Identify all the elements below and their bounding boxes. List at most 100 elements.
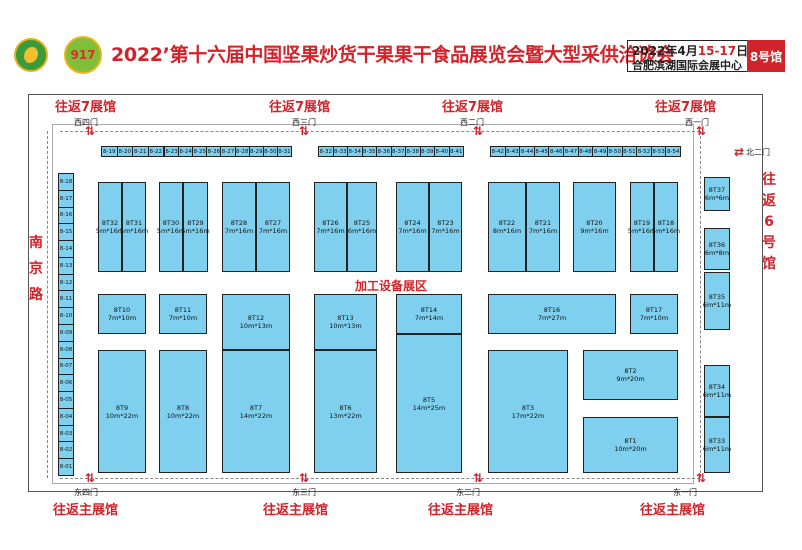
booth-small[interactable]: 8-22 [147,146,164,157]
booth-small[interactable]: 8-05 [58,391,74,409]
booth-small[interactable]: 8-25 [192,146,208,157]
booth-small[interactable]: 8-52 [636,146,652,157]
booth-small[interactable]: 8-35 [361,146,377,157]
gate-east3: 东三门 [292,488,316,497]
booth-small[interactable]: 8-02 [58,441,74,460]
booth-small[interactable]: 8-49 [592,146,608,157]
booth-small[interactable]: 8-46 [548,146,565,157]
booth-small[interactable]: 8-29 [248,146,264,157]
booth-small[interactable]: 8-32 [318,146,334,157]
booth-small[interactable]: 8-41 [448,146,464,157]
to-main-hall-label: 往返主展馆 [428,503,494,518]
two-way-arrow-icon: ⇅ [299,471,310,485]
booth-small[interactable]: 8-45 [533,146,550,157]
booth-small[interactable]: 8-28 [234,146,250,157]
booth-small[interactable]: 8-13 [58,256,74,275]
booth-small[interactable]: 8-06 [58,374,74,393]
booth-small[interactable]: 8-26 [206,146,222,157]
booth-small[interactable]: 8-37 [390,146,406,157]
booth-small[interactable]: 8-53 [650,146,667,157]
booth-small[interactable]: 8-19 [101,146,118,157]
booth-small[interactable]: 8-21 [132,146,149,157]
booth-small[interactable]: 8-39 [419,146,435,157]
booth-small[interactable]: 8-17 [58,189,74,208]
booth-small[interactable]: 8-23 [164,146,180,157]
booth-small[interactable]: 8-12 [58,273,74,292]
booth-small[interactable]: 8-38 [405,146,421,157]
booth-small[interactable]: 8-24 [178,146,194,157]
booth-small[interactable]: 8-03 [58,424,74,443]
booth-small[interactable]: 8-30 [262,146,278,157]
hall-outer-wall [28,94,763,492]
booth-small[interactable]: 8-54 [665,146,681,157]
booth-small[interactable]: 8-08 [58,340,74,359]
date-venue-box: 2022年4月15-17日 合肥滨湖国际会展中心 8号馆 [627,40,785,72]
booth-small[interactable]: 8-43 [504,146,521,157]
booth-small[interactable]: 8-36 [376,146,392,157]
booth-small[interactable]: 8-50 [606,146,623,157]
booth-small[interactable]: 8-20 [116,146,133,157]
booth-small[interactable]: 8-09 [58,324,74,342]
booth-small[interactable]: 8-11 [58,290,74,309]
gate-north2: 北二门 [746,148,770,157]
booth-small[interactable]: 8-16 [58,206,74,225]
booth-small[interactable]: 8-34 [347,146,363,157]
two-way-arrow-icon: ⇅ [85,124,96,138]
booth-small[interactable]: 8-07 [58,357,74,376]
booth-small[interactable]: 8-01 [58,458,74,476]
booth-small[interactable]: 8-44 [519,146,535,157]
booth-small[interactable]: 8-10 [58,307,74,325]
anniversary-logo-text: 917 [70,48,96,62]
booth-small[interactable]: 8-48 [577,146,594,157]
booth-small[interactable]: 8-27 [220,146,236,157]
booth-small[interactable]: 8-04 [58,407,74,426]
booth-small[interactable]: 8-33 [332,146,348,157]
booth-small[interactable]: 8-40 [434,146,450,157]
to-hall7-label: 往返7展馆 [55,100,117,115]
booth-small[interactable]: 8-31 [276,146,292,157]
booth-small[interactable]: 8-47 [563,146,579,157]
gate-east1: 东一门 [673,488,697,497]
to-hall7-label: 往返7展馆 [269,100,331,115]
booth-small[interactable]: 8-14 [58,240,74,258]
booth-small[interactable]: 8-18 [58,173,74,191]
booth-small[interactable]: 8-42 [490,146,506,157]
booth-small[interactable]: 8-51 [621,146,638,157]
booth-small[interactable]: 8-15 [58,223,74,242]
